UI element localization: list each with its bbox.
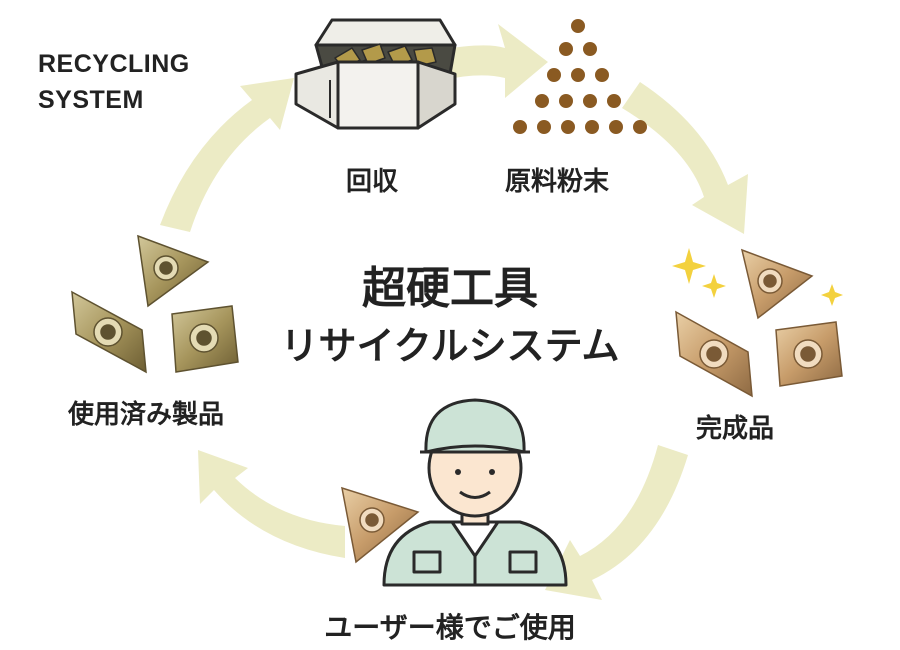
stage-label-user: ユーザー様でご使用 [324, 611, 576, 644]
stage-label-finished: 完成品 [696, 414, 775, 444]
corner-title-line1: RECYCLING [38, 50, 190, 78]
cycle-arrows [160, 24, 748, 600]
insert-triangle-icon [341, 486, 420, 564]
insert-triangle-icon [137, 234, 210, 308]
insert-rhombus-icon [71, 290, 147, 374]
used-inserts [71, 234, 239, 374]
center-title-main: 超硬工具 [362, 263, 538, 314]
insert-rhombus-icon [675, 310, 753, 398]
finished-inserts [675, 248, 843, 398]
arrow-collect-to-powder [440, 24, 548, 98]
stage-label-collect: 回収 [346, 167, 399, 197]
stage-label-powder: 原料粉末 [505, 167, 610, 197]
corner-title: RECYCLING SYSTEM [38, 46, 190, 118]
stage-label-used: 使用済み製品 [68, 400, 225, 430]
insert-square-icon [775, 321, 843, 387]
center-title-sub: リサイクルシステム [280, 324, 620, 368]
corner-title-line2: SYSTEM [38, 86, 144, 114]
insert-triangle-icon [740, 248, 814, 320]
sparkle-icon [672, 248, 843, 306]
insert-square-icon [171, 305, 239, 373]
powder-pile-icon [513, 19, 647, 134]
worker-icon [382, 398, 568, 587]
arrow-powder-to-finished [622, 82, 748, 234]
arrow-user-to-used [198, 450, 345, 558]
arrow-used-to-collect [160, 78, 294, 232]
recycle-box-icon [294, 18, 457, 130]
arrow-finished-to-user [545, 445, 688, 600]
